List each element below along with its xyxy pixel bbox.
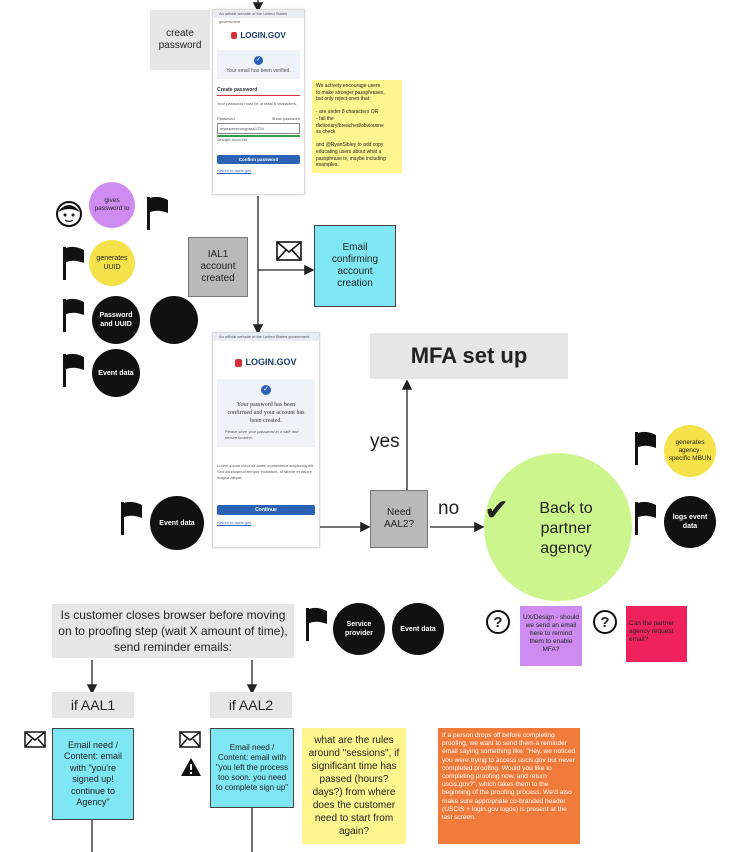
flag-icon — [62, 245, 86, 281]
event-data-bubble: Event data — [392, 603, 444, 655]
flag-icon — [62, 352, 86, 388]
note-line: dictionary/breached/obviousne — [316, 122, 384, 129]
password-label: Password — [217, 116, 235, 121]
confirmed-box: ✓ Your password has been confirmed and y… — [217, 379, 315, 447]
step-mfa-setup: MFA set up — [370, 333, 568, 379]
step-create-password: create password — [150, 10, 210, 70]
note-line: ss check — [316, 129, 336, 136]
reminder-condition: Is customer closes browser before moving… — [52, 604, 294, 658]
note-line: but only reject ones that — [316, 96, 370, 103]
flag-icon — [146, 195, 170, 231]
warning-icon — [180, 757, 202, 777]
branch-aal1: if AAL1 — [52, 692, 134, 718]
question-icon: ? — [486, 610, 510, 634]
login-gov-logo: LOGIN.GOV — [213, 357, 319, 367]
note-line: passphrase is, maybe including — [316, 155, 386, 162]
note-line: We actively encourage users — [316, 83, 381, 89]
label-yes: yes — [370, 431, 400, 452]
checkmark-icon: ✔ — [484, 494, 510, 527]
email-aal1: Email need / Content: email with "you're… — [52, 728, 134, 820]
shield-icon — [235, 358, 243, 367]
password-field[interactable]: mysuperstrongpass1234 — [217, 123, 300, 134]
body-text: Lorem ipsum dolor sit amet, consectetur … — [217, 463, 315, 480]
check-icon: ✓ — [261, 385, 271, 395]
screen-account-created: An official website of the United States… — [212, 332, 320, 548]
confirm-password-button[interactable]: Confirm password — [217, 155, 300, 164]
logs-event-data-bubble: logs event data — [664, 496, 716, 548]
branch-aal2: if AAL2 — [210, 692, 292, 718]
login-gov-logo: LOGIN.GOV — [213, 31, 304, 40]
flag-icon — [62, 297, 86, 333]
flag-icon — [634, 500, 658, 536]
flag-icon — [634, 430, 658, 466]
screen-create-password: An official website of the United States… — [212, 9, 305, 195]
shield-icon — [231, 32, 238, 40]
store-password-note: Please store your password in a safe and… — [225, 429, 299, 440]
gov-banner: An official website of the United States… — [213, 10, 304, 24]
email-aal2: Email need / Content: email with "you le… — [210, 728, 294, 808]
gives-password-bubble: gives password to — [89, 182, 135, 228]
note-reminder-email: If a person drops off before completing … — [438, 728, 580, 844]
show-password-toggle[interactable]: Show password — [271, 116, 300, 121]
confirmed-heading: Your password has been confirmed and you… — [227, 402, 305, 424]
generates-mbun-bubble: generates agency-specific MBUN — [664, 425, 716, 477]
gov-banner: An official website of the United States… — [213, 333, 319, 341]
email-confirming-account: Email confirming account creation — [314, 225, 396, 307]
note-line: - fail the — [316, 115, 334, 122]
note-line: and @RyanSibley to add copy — [316, 142, 384, 149]
create-password-heading: Create password — [217, 87, 258, 93]
black-circle-marker — [150, 296, 198, 344]
return-link[interactable]: Return to uscis.gov — [217, 520, 252, 525]
label-no: no — [438, 498, 460, 519]
question-icon: ? — [593, 610, 617, 634]
note-line: - are under 8 characters OR — [316, 109, 379, 116]
envelope-icon — [276, 241, 302, 261]
return-link[interactable]: Return to uscis.gov — [217, 168, 252, 173]
note-line — [316, 136, 398, 143]
envelope-icon — [24, 731, 46, 748]
password-uuid-bubble: Password and UUID — [92, 296, 140, 344]
step-back-to-partner-agency: Back to partner agency — [484, 453, 632, 601]
generates-uuid-bubble: generates UUID — [89, 240, 135, 286]
step-ial1-account-created: IAL1 account created — [188, 237, 248, 297]
note-sessions: what are the rules around "sessions", if… — [302, 728, 406, 844]
event-data-bubble: Event data — [92, 349, 140, 397]
check-icon: ✓ — [254, 56, 263, 65]
strength-meter: Strength: Avoid this — [217, 138, 248, 142]
envelope-icon — [179, 731, 201, 748]
note-line — [316, 103, 398, 110]
note-ux-design: UX/Design - should we send an email here… — [520, 606, 582, 666]
note-line: educating users about what a — [316, 148, 382, 155]
user-face-icon — [55, 200, 83, 228]
verified-box: ✓ Your email has been verified. — [217, 50, 300, 79]
flag-icon — [120, 500, 144, 536]
continue-button[interactable]: Continue — [217, 505, 315, 515]
note-line: to make stronger passphrases, — [316, 89, 385, 96]
note-partner-email: Can the partner agency request email? — [626, 606, 687, 662]
password-hint: Your password must be at least 8 charact… — [217, 101, 297, 106]
flag-icon — [305, 606, 329, 642]
verified-text: Your email has been verified. — [226, 68, 291, 74]
event-data-bubble: Event data — [150, 496, 204, 550]
decision-need-aal2: Need AAL2? — [370, 490, 428, 548]
note-line: examples. — [316, 162, 339, 169]
service-provider-bubble: Service provider — [333, 603, 385, 655]
